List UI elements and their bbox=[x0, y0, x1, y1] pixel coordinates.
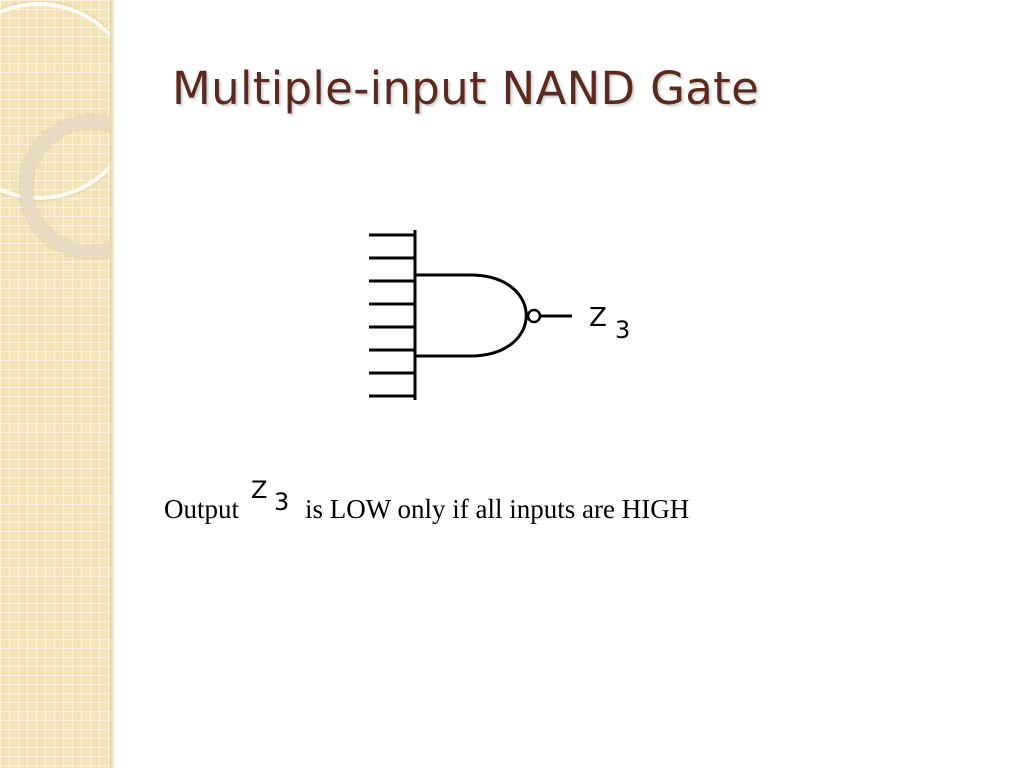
gate-body bbox=[415, 273, 528, 358]
decorative-side-band bbox=[0, 0, 114, 768]
inversion-bubble bbox=[526, 308, 542, 324]
caption-suffix: is LOW only if all inputs are HIGH bbox=[305, 494, 690, 524]
output-label-var: Z bbox=[589, 303, 607, 333]
caption-variable-letter: Z bbox=[251, 476, 268, 504]
output-label-subscript: 3 bbox=[615, 316, 630, 344]
caption-variable-subscript: 3 bbox=[274, 488, 290, 516]
slide-title: Multiple-input NAND Gate bbox=[172, 62, 760, 115]
side-band-edge bbox=[110, 0, 114, 768]
caption-prefix: Output bbox=[164, 494, 240, 524]
